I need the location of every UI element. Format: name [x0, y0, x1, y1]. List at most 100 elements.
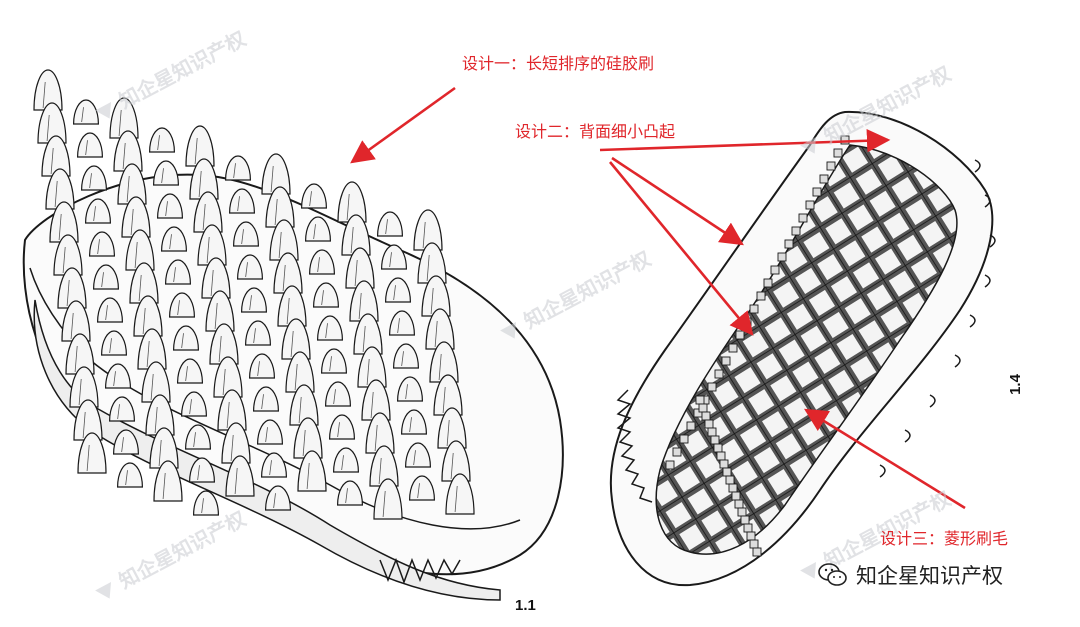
wechat-account-badge: 知企星知识产权 [818, 560, 1003, 590]
bristle [53, 234, 83, 276]
bristle [153, 460, 183, 502]
wechat-icon [818, 563, 847, 586]
bristle-shading [113, 371, 116, 387]
annotation-arrows [350, 86, 966, 510]
bristle [33, 69, 63, 111]
bristle [168, 292, 196, 318]
bristle [240, 287, 268, 313]
stud [770, 265, 780, 275]
bristle [277, 285, 307, 327]
bristle [145, 394, 175, 436]
bristle-shading [193, 432, 196, 448]
bristle-shading [442, 386, 446, 414]
bristle-shading [173, 267, 176, 283]
zhiqixing-logo-icon [94, 101, 111, 119]
bristle-shading [393, 285, 396, 301]
bristle-shading [181, 333, 184, 349]
stud [740, 515, 750, 525]
bristle [328, 414, 356, 440]
bristle-shading [138, 274, 142, 302]
stud [749, 539, 759, 549]
stud [812, 187, 822, 197]
left-brush-figure [22, 69, 564, 601]
bristle-shading [58, 213, 62, 241]
bristle-shading [253, 328, 256, 344]
bristle [433, 374, 463, 416]
zhiqixing-logo-icon [499, 321, 516, 339]
bristle [160, 226, 188, 252]
bristle-shading [329, 356, 332, 372]
label-design3: 设计三：菱形刷毛 [880, 529, 1009, 548]
stud [722, 467, 732, 477]
bristle-shading [66, 279, 70, 307]
bristle [117, 163, 147, 205]
bristle [369, 445, 399, 487]
bristle [73, 399, 103, 441]
stud [719, 459, 729, 469]
bristle [304, 216, 332, 242]
stud [756, 291, 766, 301]
bristle [192, 490, 220, 516]
bristle [149, 427, 179, 469]
bristle-shading [249, 295, 252, 311]
bristle [148, 127, 176, 153]
zhiqixing-logo-icon [94, 581, 111, 599]
stud [735, 330, 745, 340]
bristle [345, 247, 375, 289]
bristle-shading [54, 180, 58, 208]
stud [686, 421, 696, 431]
bristle-shading [202, 203, 206, 231]
bristle [232, 221, 260, 247]
bristle-shading [422, 221, 426, 249]
bristle-shading [278, 231, 282, 259]
bristle-shading [233, 163, 236, 179]
arrow-design2-b [611, 156, 744, 246]
bristle-shading [370, 391, 374, 419]
bristle-shading [397, 318, 400, 334]
bristle-shading [210, 269, 214, 297]
bristle [209, 323, 239, 365]
stud [710, 435, 720, 445]
stud [746, 531, 756, 541]
bristle [80, 165, 108, 191]
stud [791, 226, 801, 236]
bristle [180, 391, 208, 417]
wechat-account-name: 知企星知识产权 [856, 564, 1003, 588]
bristle [45, 168, 75, 210]
bristle [41, 135, 71, 177]
stud [725, 475, 735, 485]
bristle [236, 254, 264, 280]
stud [749, 304, 759, 314]
bristle-shading [313, 224, 316, 240]
stud [826, 161, 836, 171]
bristle [285, 351, 315, 393]
bristle-shading [366, 358, 370, 386]
label-design1: 设计一：长短排序的硅胶刷 [462, 54, 655, 73]
bristle-shading [438, 353, 442, 381]
bristle-shading [241, 229, 244, 245]
bristle [289, 384, 319, 426]
bristle [121, 196, 151, 238]
stud [819, 174, 829, 184]
bristle-shading [385, 219, 388, 235]
bristle-shading [109, 338, 112, 354]
bristle [312, 282, 340, 308]
bristle-shading [97, 239, 100, 255]
bristle [125, 229, 155, 271]
stud [701, 411, 711, 421]
bristle [104, 363, 132, 389]
bristle-shading [78, 378, 82, 406]
stud [798, 213, 808, 223]
bristle-shading [226, 401, 230, 429]
bristle [69, 366, 99, 408]
bristle [224, 155, 252, 181]
bristle-shading [358, 292, 362, 320]
bristle-shading [134, 241, 138, 269]
bristle-shading [197, 465, 200, 481]
bristle [425, 308, 455, 350]
bristle-shading [105, 305, 108, 321]
bristle [332, 447, 360, 473]
watermark-2: 知企星知识产权 [493, 243, 655, 347]
bristle [197, 224, 227, 266]
bristle [269, 219, 299, 261]
